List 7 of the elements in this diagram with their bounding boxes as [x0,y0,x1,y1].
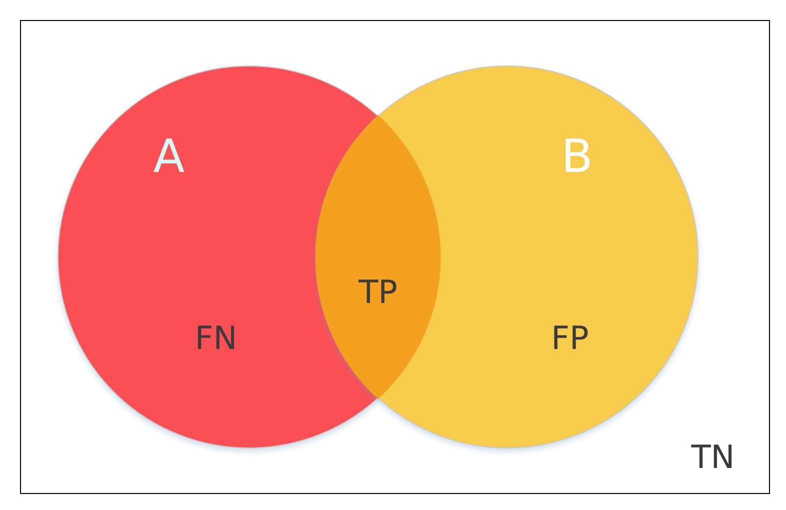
region-label: FN [194,319,238,357]
venn-frame [20,20,770,494]
set-label: B [561,129,593,183]
region-label: FP [551,319,589,357]
region-label: TP [358,273,398,311]
set-label: A [153,129,185,183]
region-label: TN [691,438,735,476]
